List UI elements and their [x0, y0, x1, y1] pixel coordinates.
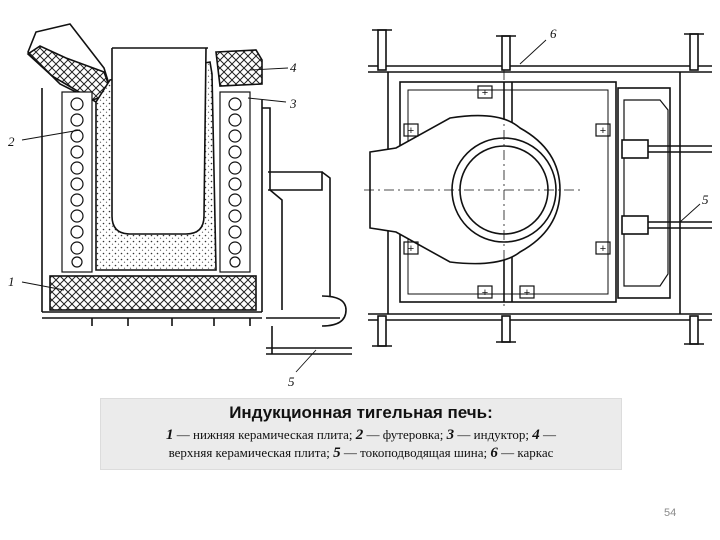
caption-line-1: 1 — нижняя керамическая плита; 2 — футер… — [111, 427, 611, 444]
label-5-plan: 5 — [702, 192, 709, 207]
terminal-mark: + — [482, 287, 488, 299]
inductor-right — [219, 91, 251, 273]
legend-text: — нижняя керамическая плита; — [173, 427, 356, 442]
legend-number: 5 — [333, 445, 341, 461]
legend-number: 4 — [532, 427, 540, 443]
label-4: 4 — [290, 60, 297, 75]
terminal-mark: + — [482, 87, 488, 99]
legend-text: верхняя керамическая плита; — [168, 445, 334, 460]
bus-bar-section — [262, 107, 352, 355]
terminal-mark: + — [408, 125, 414, 137]
label-5-section: 5 — [288, 374, 295, 389]
caption-title: Индукционная тигельная печь: — [229, 403, 493, 422]
legend-number: 6 — [490, 445, 498, 461]
crucible-cavity — [111, 47, 207, 235]
terminal-blocks — [403, 85, 611, 299]
section-view — [21, 23, 352, 373]
label-2: 2 — [8, 134, 15, 149]
legend-number: 1 — [166, 427, 174, 443]
label-6: 6 — [550, 26, 557, 41]
terminal-mark: + — [524, 287, 530, 299]
page-number: 54 — [664, 507, 677, 519]
label-1: 1 — [8, 274, 15, 289]
plan-view — [364, 29, 712, 347]
legend-number: 2 — [355, 427, 364, 443]
upper-ceramic-plate — [215, 49, 263, 87]
lower-ceramic-plate — [49, 275, 257, 311]
furnace-drawing: 2 1 4 3 5 — [8, 23, 712, 389]
terminal-mark: + — [408, 243, 414, 255]
terminal-marks: + + + + + + + — [408, 87, 606, 299]
legend-text: — — [539, 427, 556, 442]
caption-line-2: верхняя керамическая плита; 5 — токоподв… — [111, 445, 611, 462]
terminal-mark: + — [600, 243, 606, 255]
legend-number: 3 — [446, 427, 455, 443]
legend-text: — индуктор; — [454, 427, 533, 442]
legend-text: — каркас — [497, 445, 554, 460]
inductor-left — [61, 91, 93, 273]
base-legs — [91, 318, 251, 326]
caption-box: Индукционная тигельная печь: 1 — нижняя … — [100, 398, 622, 470]
bus-bar-plan — [617, 87, 712, 299]
legend-text: — футеровка; — [363, 427, 447, 442]
label-3: 3 — [289, 96, 297, 111]
legend-text: — токоподводящая шина; — [340, 445, 491, 460]
terminal-mark: + — [600, 125, 606, 137]
